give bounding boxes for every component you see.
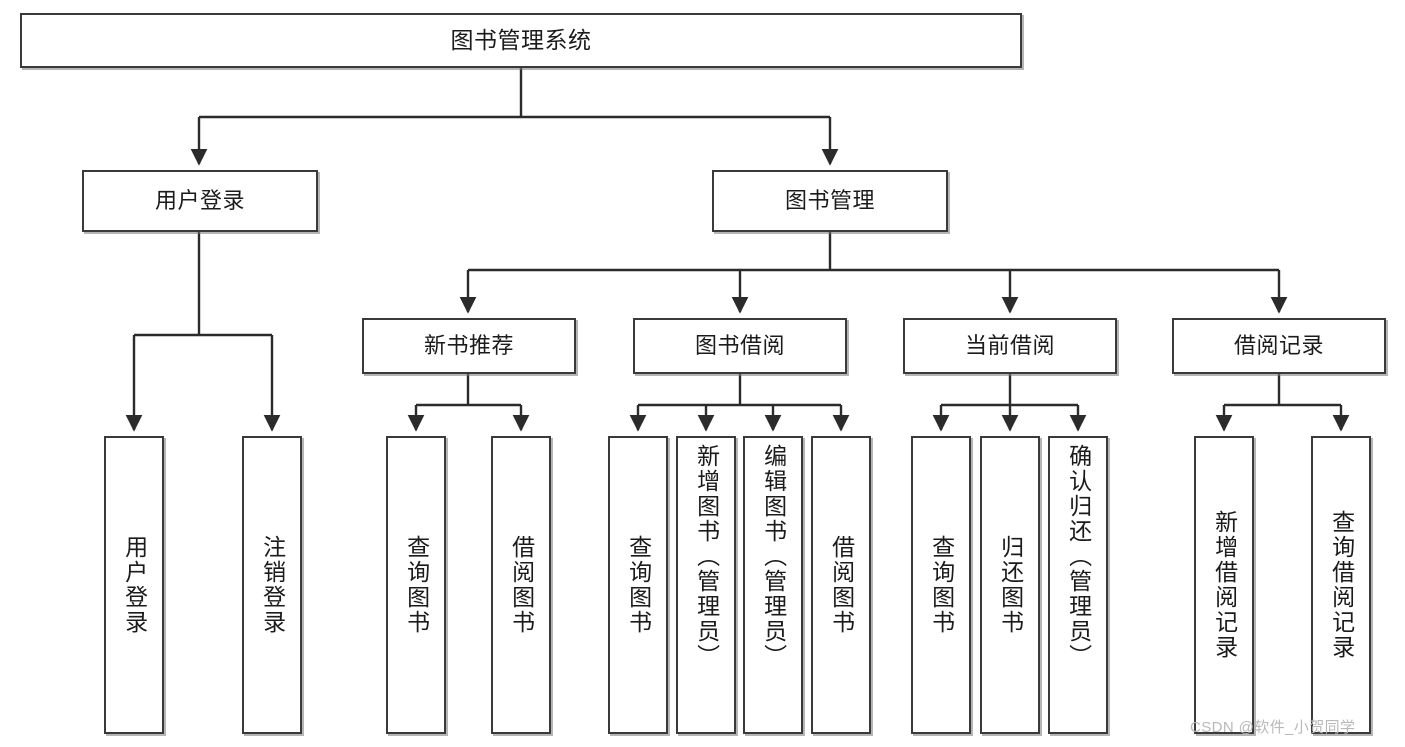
node-label: 图书借阅: [694, 332, 785, 358]
node-label: 当前借阅: [964, 332, 1055, 358]
node-label: 用户登录: [121, 535, 148, 635]
leaf-confirm-return[interactable]: 确认归还（管理员）: [1048, 436, 1108, 734]
node-root-system[interactable]: 图书管理系统: [20, 13, 1022, 68]
leaf-query-book-recommend[interactable]: 查询图书: [386, 436, 446, 734]
node-label: 借阅记录: [1233, 332, 1324, 358]
node-label: 查询借阅记录: [1328, 510, 1355, 660]
leaf-add-borrow-record[interactable]: 新增借阅记录: [1194, 436, 1254, 734]
leaf-query-book-borrow[interactable]: 查询图书: [608, 436, 668, 734]
node-label: 新增图书（管理员）: [693, 444, 720, 669]
leaf-borrow-book-recommend[interactable]: 借阅图书: [491, 436, 551, 734]
leaf-logout-login[interactable]: 注销登录: [242, 436, 302, 734]
node-book-manage[interactable]: 图书管理: [712, 170, 948, 232]
csdn-watermark: CSDN @软件_小贺同学: [1190, 719, 1356, 736]
node-label: 图书管理系统: [450, 26, 592, 53]
node-label: 注销登录: [259, 535, 286, 635]
node-new-book-recommend[interactable]: 新书推荐: [362, 318, 576, 374]
node-label: 查询图书: [625, 535, 652, 635]
node-book-borrow[interactable]: 图书借阅: [633, 318, 847, 374]
leaf-return-book[interactable]: 归还图书: [980, 436, 1040, 734]
leaf-borrow-book[interactable]: 借阅图书: [811, 436, 871, 734]
node-label: 用户登录: [154, 187, 245, 213]
node-label: 图书管理: [784, 187, 875, 213]
node-label: 借阅图书: [508, 535, 535, 635]
node-label: 查询图书: [403, 535, 430, 635]
node-label: 新书推荐: [423, 332, 514, 358]
node-current-borrow[interactable]: 当前借阅: [903, 318, 1117, 374]
node-label: 新增借阅记录: [1211, 510, 1238, 660]
leaf-query-book-current[interactable]: 查询图书: [911, 436, 971, 734]
node-label: 编辑图书（管理员）: [760, 444, 787, 669]
leaf-edit-book[interactable]: 编辑图书（管理员）: [743, 436, 803, 734]
leaf-query-borrow-record[interactable]: 查询借阅记录: [1311, 436, 1371, 734]
leaf-user-login[interactable]: 用户登录: [104, 436, 164, 734]
node-label: 借阅图书: [828, 535, 855, 635]
node-label: 归还图书: [997, 535, 1024, 635]
node-label: 确认归还（管理员）: [1065, 444, 1092, 669]
node-label: 查询图书: [928, 535, 955, 635]
node-user-login[interactable]: 用户登录: [82, 170, 318, 232]
leaf-add-book[interactable]: 新增图书（管理员）: [676, 436, 736, 734]
node-borrow-record[interactable]: 借阅记录: [1172, 318, 1386, 374]
